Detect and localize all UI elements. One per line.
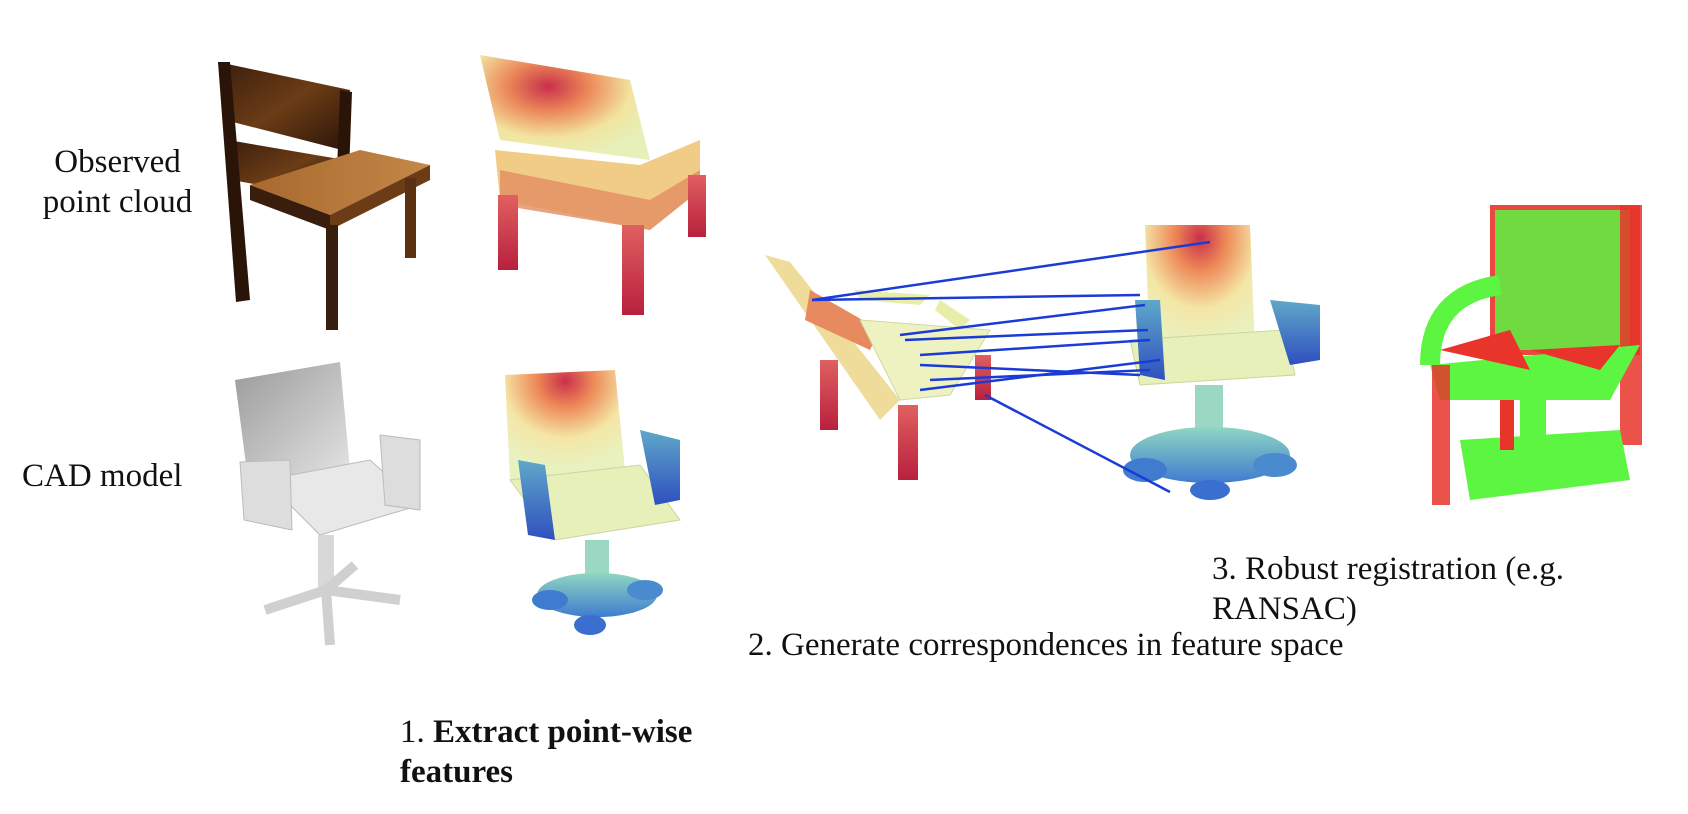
step-1-label: 1. Extract point-wise features (400, 713, 740, 792)
step-3-label: 3. Robust registration (e.g. RANSAC) (1212, 551, 1564, 627)
observed-feature-map (480, 55, 706, 315)
observed-chair-render (218, 62, 430, 330)
correspondence-line (811, 293, 1141, 302)
step-2-label: 2. Generate correspondences in feature s… (748, 627, 1344, 663)
observed-point-cloud-label: Observed point cloud (42, 144, 193, 220)
correspondence-line (811, 240, 1211, 302)
correspondence-line (984, 393, 1171, 494)
step-1-text: Extract point-wise features (400, 714, 693, 790)
correspondence-lines (811, 240, 1211, 494)
cad-model-label: CAD model (22, 458, 183, 494)
correspondence-line (904, 328, 1149, 342)
correspondence-line (899, 303, 1146, 337)
target-cad-cloud (1123, 225, 1320, 500)
registration-result (1420, 205, 1642, 505)
cad-chair-render (235, 362, 421, 646)
step-1-number: 1. (400, 714, 425, 750)
cad-feature-map (505, 370, 681, 635)
correspondence-line (919, 358, 1161, 392)
correspondence-line (919, 338, 1151, 357)
